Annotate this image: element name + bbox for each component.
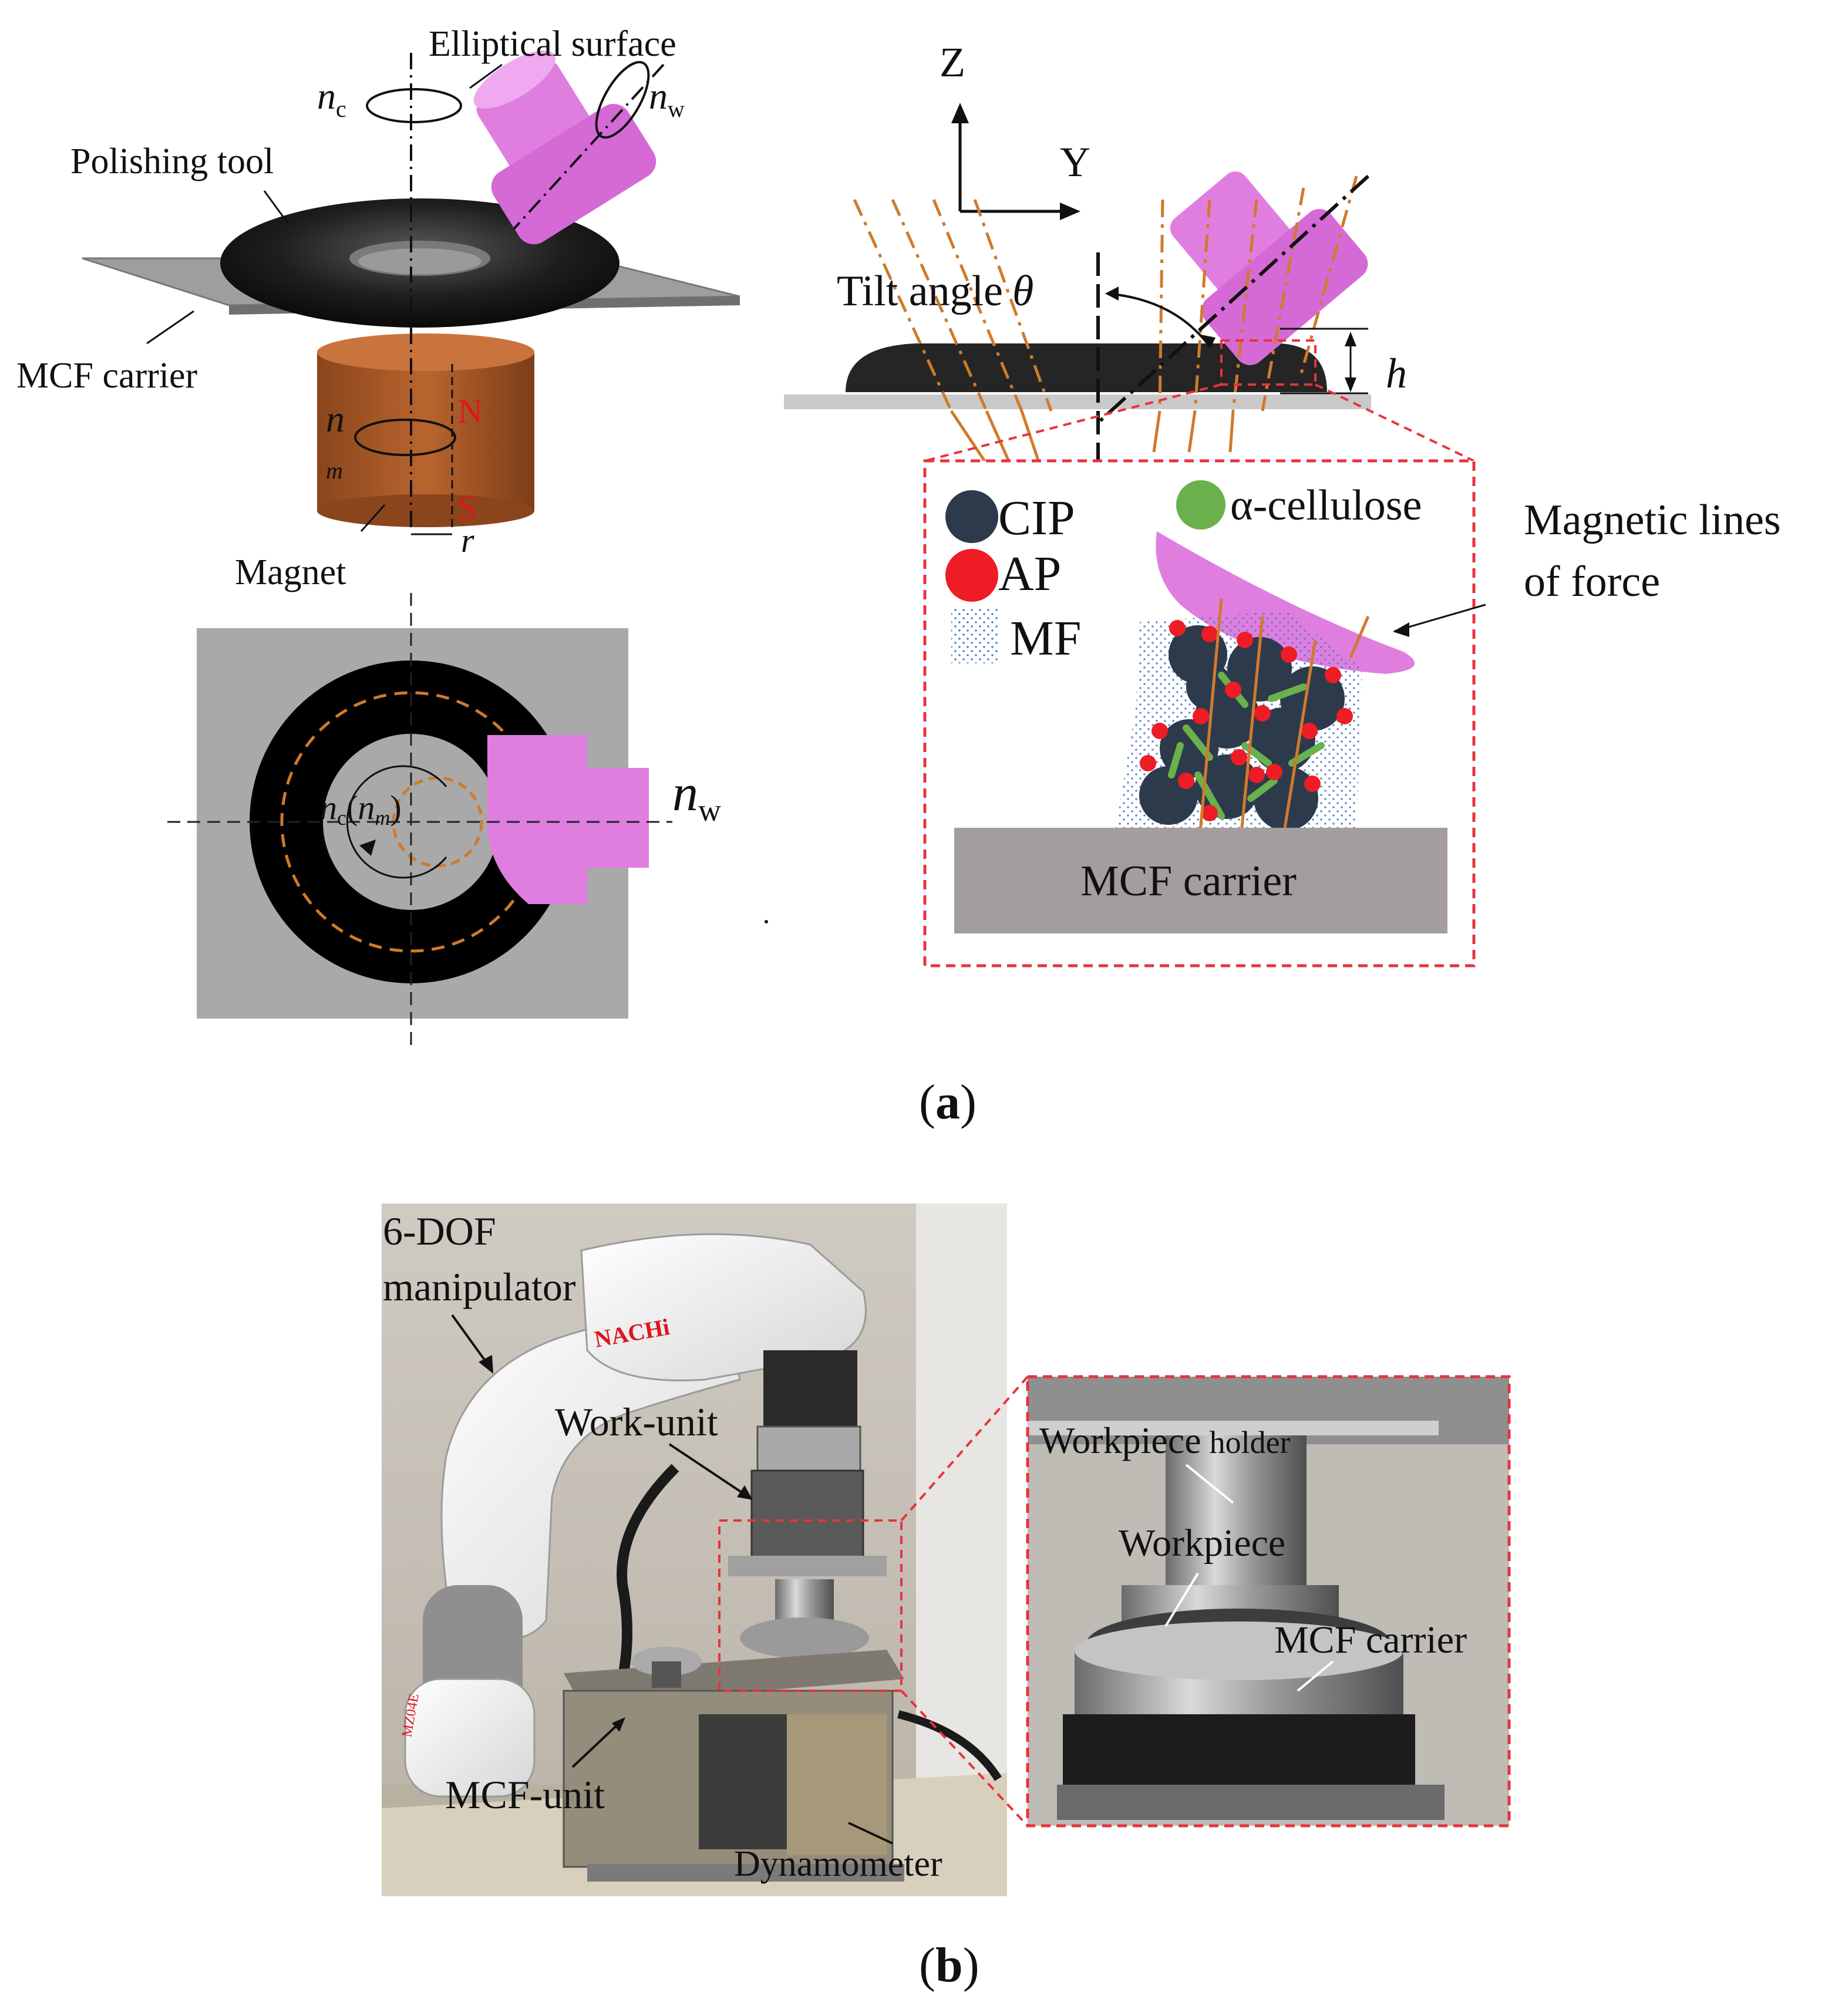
label-magnetic-lines-1: Magnetic lines [1524, 496, 1781, 544]
inset-carrier [954, 828, 1447, 933]
pole-n: N [458, 392, 483, 430]
legend-cellulose: α-cellulose [1230, 481, 1422, 530]
label-r: r [461, 521, 474, 559]
workpiece-side [1170, 171, 1368, 365]
particle-cluster [1139, 620, 1353, 831]
side-view-tool [846, 343, 1327, 392]
label-mcf-unit: MCF-unit [445, 1772, 605, 1817]
label-topview-nc-nm: nc(nm) [320, 788, 402, 830]
inset-carrier-label: MCF carrier [1080, 857, 1297, 905]
label-workpiece: Workpiece [1119, 1522, 1285, 1565]
axis-y-label: Y [1060, 139, 1090, 186]
legend-cip: CIP [998, 491, 1075, 545]
pole-s: S [458, 489, 477, 527]
side-view-plate [784, 395, 1371, 409]
panel-a-top-view: nc(nm) nw [167, 593, 721, 1045]
magnetic-force-lines [853, 176, 1358, 412]
zoom-inset-frame [1026, 1375, 1511, 1828]
label-polishing-tool: Polishing tool [70, 141, 274, 181]
inset-workpiece-surface [1156, 531, 1415, 674]
label-manipulator-2: manipulator [383, 1265, 576, 1309]
panel-a-3d-view: Elliptical surface Polishing tool MCF ca… [16, 24, 740, 592]
caption-b: (b) [919, 1938, 979, 1993]
label-magnet: Magnet [235, 552, 346, 592]
label-work-unit: Work-unit [555, 1400, 718, 1444]
label-n-m-sub: m [326, 457, 343, 484]
label-n-c: nc [317, 75, 346, 122]
label-mcf-carrier-photo: MCF carrier [1274, 1619, 1467, 1661]
n-c-rotation-arrow [366, 88, 462, 123]
label-n-m: n [326, 398, 345, 440]
label-topview-nw: nw [672, 765, 721, 828]
magnet [317, 333, 534, 527]
label-elliptical-surface: Elliptical surface [429, 24, 676, 64]
label-manipulator-1: 6-DOF [383, 1209, 496, 1253]
label-magnetic-lines-2: of force [1524, 558, 1660, 606]
workpiece-top [487, 735, 649, 904]
panel-b-photo: NACHi MZ04E 6-DOF manipulator Work-unit … [382, 1203, 1029, 1896]
caption-a: (a) [919, 1075, 977, 1130]
legend-mf: MF [1010, 611, 1081, 666]
workpiece-holder-photo [1166, 1435, 1307, 1588]
label-dynamometer: Dynamometer [734, 1844, 942, 1884]
n-m-rotation-arrow [354, 419, 456, 456]
n-w-rotation-arrow [595, 60, 650, 139]
label-mcf-carrier-3d: MCF carrier [16, 356, 198, 396]
label-h: h [1386, 350, 1407, 397]
legend-ap: AP [998, 547, 1061, 601]
axis-z-label: Z [940, 39, 965, 86]
panel-a-side-view: Z Y [765, 39, 1781, 967]
label-n-w-3d: nw [649, 75, 685, 122]
